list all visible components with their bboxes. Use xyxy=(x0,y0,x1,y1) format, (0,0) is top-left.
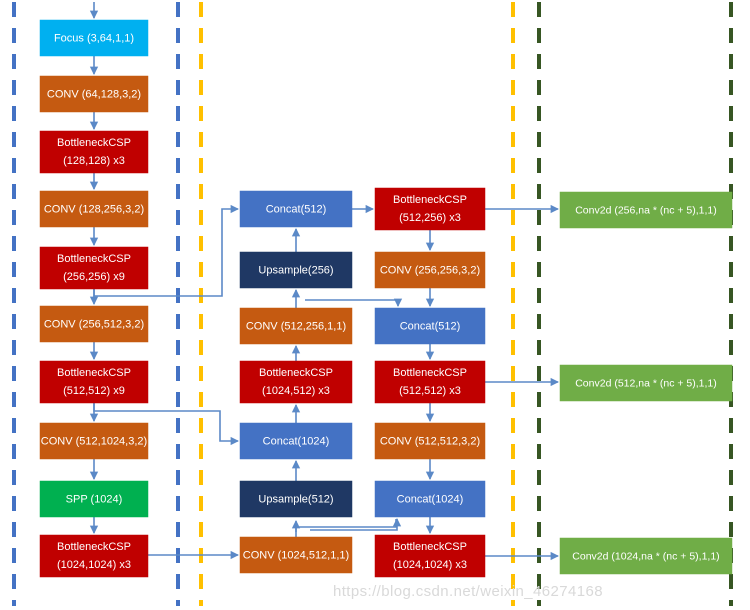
block-concat512a[interactable]: Concat(512) xyxy=(239,190,353,228)
block-bcsp4-label-line1: BottleneckCSP xyxy=(57,541,131,553)
block-bcsp4[interactable]: BottleneckCSP (1024,1024) x3 xyxy=(39,534,149,578)
block-concat512a-label: Concat(512) xyxy=(266,203,327,215)
block-detect512[interactable]: Conv2d (512,na * (nc + 5),1,1) xyxy=(559,364,733,402)
block-conv2-label: CONV (128,256,3,2) xyxy=(44,203,144,215)
block-bcsp1-label-line2: (128,128) x3 xyxy=(63,155,125,167)
block-bcsp1-label-line1: BottleneckCSP xyxy=(57,137,131,149)
block-concat1024b-label: Concat(1024) xyxy=(397,493,464,505)
block-upsample256-body[interactable] xyxy=(239,251,353,289)
block-focus-label: Focus (3,64,1,1) xyxy=(54,32,134,44)
block-upsample256[interactable]: Upsample(256) xyxy=(239,251,353,289)
block-bcsp1024_512-label-line1: BottleneckCSP xyxy=(259,367,333,379)
block-conv256_256[interactable]: CONV (256,256,3,2) xyxy=(374,251,486,289)
block-spp-label: SPP (1024) xyxy=(66,493,123,505)
block-detect1024-body[interactable] xyxy=(559,537,733,575)
block-conv512_256-label: CONV (512,256,1,1) xyxy=(246,320,346,332)
block-concat512a-body[interactable] xyxy=(239,190,353,228)
block-bcsp512_256-body[interactable] xyxy=(374,187,486,231)
block-conv2-body[interactable] xyxy=(39,190,149,228)
block-detect256-label: Conv2d (256,na * (nc + 5),1,1) xyxy=(575,204,717,216)
block-bcsp512_256-label-line1: BottleneckCSP xyxy=(393,194,467,206)
edge-bcsp2-skip-to-concat512a xyxy=(93,204,239,297)
block-bcsp4-label-line2: (1024,1024) x3 xyxy=(57,559,131,571)
block-bcsp3[interactable]: BottleneckCSP (512,512) x9 xyxy=(39,360,149,404)
block-conv256_256-label: CONV (256,256,3,2) xyxy=(380,264,480,276)
block-detect1024-label: Conv2d (1024,na * (nc + 5),1,1) xyxy=(572,550,719,562)
block-bcsp1024-body[interactable] xyxy=(374,534,486,578)
block-focus-body[interactable] xyxy=(39,19,149,57)
block-upsample256-label: Upsample(256) xyxy=(258,264,333,276)
block-bcsp3-label-line1: BottleneckCSP xyxy=(57,367,131,379)
block-bcsp512_512-label-line1: BottleneckCSP xyxy=(393,367,467,379)
block-conv512_256[interactable]: CONV (512,256,1,1) xyxy=(239,307,353,345)
block-conv512_256-body[interactable] xyxy=(239,307,353,345)
block-bcsp2-label-line2: (256,256) x9 xyxy=(63,271,125,283)
block-detect512-label: Conv2d (512,na * (nc + 5),1,1) xyxy=(575,377,717,389)
block-conv512_512-body[interactable] xyxy=(374,422,486,460)
section-dividers xyxy=(12,2,733,606)
block-bcsp4-body[interactable] xyxy=(39,534,149,578)
block-conv512_512[interactable]: CONV (512,512,3,2) xyxy=(374,422,486,460)
connection-arrows xyxy=(89,2,559,561)
block-bcsp512_512[interactable]: BottleneckCSP (512,512) x3 xyxy=(374,360,486,404)
block-bcsp1024[interactable]: BottleneckCSP (1024,1024) x3 xyxy=(374,534,486,578)
block-concat1024b-body[interactable] xyxy=(374,480,486,518)
block-bcsp3-body[interactable] xyxy=(39,360,149,404)
block-concat1024b[interactable]: Concat(1024) xyxy=(374,480,486,518)
block-bcsp512_256-label-line2: (512,256) x3 xyxy=(399,212,461,224)
block-conv1024_512-body[interactable] xyxy=(239,536,353,574)
block-detect1024[interactable]: Conv2d (1024,na * (nc + 5),1,1) xyxy=(559,537,733,575)
edge-bcsp3-skip-to-concat1024a xyxy=(93,403,239,446)
layer-blocks: Focus (3,64,1,1) CONV (64,128,3,2) Bottlen… xyxy=(39,19,733,578)
block-conv3-body[interactable] xyxy=(39,305,149,343)
block-bcsp2-label-line1: BottleneckCSP xyxy=(57,253,131,265)
block-conv1-label: CONV (64,128,3,2) xyxy=(47,88,141,100)
block-conv4-label: CONV (512,1024,3,2) xyxy=(41,435,147,447)
block-bcsp512_256[interactable]: BottleneckCSP (512,256) x3 xyxy=(374,187,486,231)
block-concat1024a-body[interactable] xyxy=(239,422,353,460)
edge-conv512_256-to-concat512b xyxy=(305,298,403,307)
block-spp-body[interactable] xyxy=(39,480,149,518)
block-bcsp2-body[interactable] xyxy=(39,246,149,290)
edge-conv1024_512-to-concat1024b xyxy=(310,518,402,531)
block-conv256_256-body[interactable] xyxy=(374,251,486,289)
block-bcsp1024_512-label-line2: (1024,512) x3 xyxy=(262,385,330,397)
block-upsample512-body[interactable] xyxy=(239,480,353,518)
block-concat512b[interactable]: Concat(512) xyxy=(374,307,486,345)
block-bcsp1024-label-line1: BottleneckCSP xyxy=(393,541,467,553)
block-bcsp1024_512[interactable]: BottleneckCSP (1024,512) x3 xyxy=(239,360,353,404)
block-conv1024_512[interactable]: CONV (1024,512,1,1) xyxy=(239,536,353,574)
block-detect512-body[interactable] xyxy=(559,364,733,402)
block-concat512b-label: Concat(512) xyxy=(400,320,461,332)
block-detect256[interactable]: Conv2d (256,na * (nc + 5),1,1) xyxy=(559,191,733,229)
block-conv3-label: CONV (256,512,3,2) xyxy=(44,318,144,330)
watermark-url: https://blog.csdn.net/weixin_46274168 xyxy=(333,583,603,600)
block-focus[interactable]: Focus (3,64,1,1) xyxy=(39,19,149,57)
block-conv3[interactable]: CONV (256,512,3,2) xyxy=(39,305,149,343)
block-conv512_512-label: CONV (512,512,3,2) xyxy=(380,435,480,447)
block-bcsp512_512-label-line2: (512,512) x3 xyxy=(399,385,461,397)
block-bcsp1024-label-line2: (1024,1024) x3 xyxy=(393,559,467,571)
block-upsample512-label: Upsample(512) xyxy=(258,493,333,505)
block-bcsp1024_512-body[interactable] xyxy=(239,360,353,404)
block-bcsp512_512-body[interactable] xyxy=(374,360,486,404)
block-conv2[interactable]: CONV (128,256,3,2) xyxy=(39,190,149,228)
block-bcsp1[interactable]: BottleneckCSP (128,128) x3 xyxy=(39,130,149,174)
block-bcsp1-body[interactable] xyxy=(39,130,149,174)
block-spp[interactable]: SPP (1024) xyxy=(39,480,149,518)
block-detect256-body[interactable] xyxy=(559,191,733,229)
block-bcsp3-label-line2: (512,512) x9 xyxy=(63,385,125,397)
block-concat1024a-label: Concat(1024) xyxy=(263,435,330,447)
block-conv4[interactable]: CONV (512,1024,3,2) xyxy=(39,422,149,460)
block-concat512b-body[interactable] xyxy=(374,307,486,345)
block-conv1024_512-label: CONV (1024,512,1,1) xyxy=(243,549,349,561)
block-conv1-body[interactable] xyxy=(39,75,149,113)
block-bcsp2[interactable]: BottleneckCSP (256,256) x9 xyxy=(39,246,149,290)
block-conv4-body[interactable] xyxy=(39,422,149,460)
block-upsample512[interactable]: Upsample(512) xyxy=(239,480,353,518)
block-conv1[interactable]: CONV (64,128,3,2) xyxy=(39,75,149,113)
block-concat1024a[interactable]: Concat(1024) xyxy=(239,422,353,460)
